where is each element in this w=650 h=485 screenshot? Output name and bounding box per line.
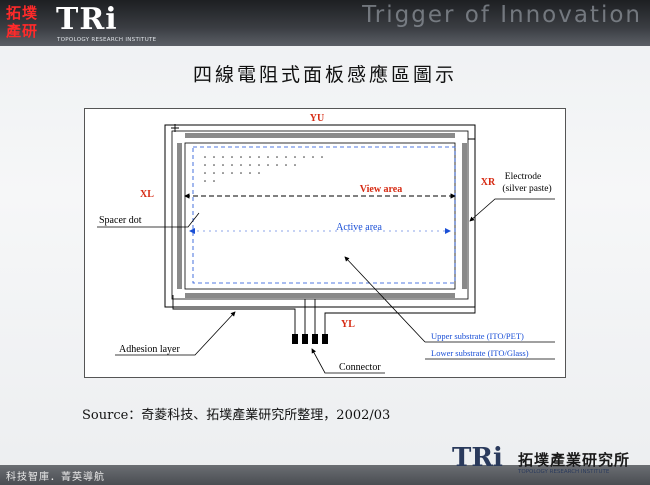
footer-bar: 科技智庫．菁英導航	[0, 465, 650, 485]
label-upper-substrate: Upper substrate (ITO/PET)	[431, 331, 524, 341]
logo-tri: TRi	[56, 2, 118, 37]
connector-pin-1	[292, 334, 298, 344]
connector-pin-2	[302, 334, 308, 344]
label-connector: Connector	[339, 362, 381, 373]
active-arrow-right	[445, 228, 451, 234]
label-xl: XL	[140, 189, 154, 200]
logo-cn-line2: 產研	[6, 22, 39, 40]
label-adhesion-layer: Adhesion layer	[119, 344, 180, 355]
substrate-leader-arrow	[344, 256, 426, 343]
inner-frame	[171, 130, 469, 300]
header-bar: 拓墣 產研 TRi TOPOLOGY RESEARCH INSTITUTE Tr…	[0, 0, 650, 46]
tagline: Trigger of Innovation	[362, 2, 642, 28]
connector-pin-3	[312, 334, 318, 344]
source-caption: Source：奇菱科技、拓墣產業研究所整理，2002/03	[82, 408, 391, 423]
trace-left	[172, 295, 296, 334]
logo-subtitle: TOPOLOGY RESEARCH INSTITUTE	[57, 37, 157, 43]
label-view-area: View area	[360, 184, 403, 195]
electrode-bottom	[185, 293, 455, 298]
electrode-leader	[469, 198, 555, 222]
label-yl: YL	[341, 319, 355, 330]
trace-right	[324, 138, 476, 334]
electrode-left	[177, 143, 182, 289]
footer-logo-subtitle: TOPOLOGY RESEARCH INSTITUTE	[518, 469, 610, 475]
view-area-rect	[192, 146, 456, 284]
spacer-dot-leader	[97, 212, 200, 228]
adhesion-leader	[115, 311, 236, 356]
touch-panel-diagram: YU XL XR YL View area Active area Electr…	[84, 108, 566, 378]
diagram-svg: YU XL XR YL View area Active area Electr…	[97, 113, 555, 374]
page-title: 四線電阻式面板感應區圖示	[192, 64, 457, 86]
label-spacer-dot: Spacer dot	[99, 215, 142, 226]
plus-marker	[171, 124, 179, 132]
label-active-area: Active area	[336, 222, 382, 233]
label-lower-substrate: Lower substrate (ITO/Glass)	[431, 348, 529, 358]
connector-leader	[311, 348, 385, 374]
electrode-top	[185, 133, 455, 138]
footer-logo-tri: TRi	[452, 443, 503, 473]
connector-pin-4	[322, 334, 328, 344]
active-arrow-left	[189, 228, 195, 234]
spacer-dots	[204, 156, 323, 182]
upper-substrate-frame	[164, 124, 476, 308]
active-area-rect	[184, 142, 456, 290]
logo-cn-line1: 拓墣	[6, 4, 39, 22]
footer-logo-cn: 拓墣產業研究所	[518, 451, 631, 469]
logo-chinese: 拓墣 產研	[6, 4, 54, 42]
label-yu: YU	[310, 113, 324, 124]
label-xr: XR	[481, 177, 496, 188]
label-electrode-line2: (silver paste)	[502, 183, 551, 194]
footer-logo: TRi 拓墣產業研究所 TOPOLOGY RESEARCH INSTITUTE	[452, 443, 632, 483]
label-electrode-line1: Electrode	[505, 172, 541, 182]
electrode-right	[462, 143, 467, 289]
footer-slogan: 科技智庫．菁英導航	[6, 472, 105, 483]
